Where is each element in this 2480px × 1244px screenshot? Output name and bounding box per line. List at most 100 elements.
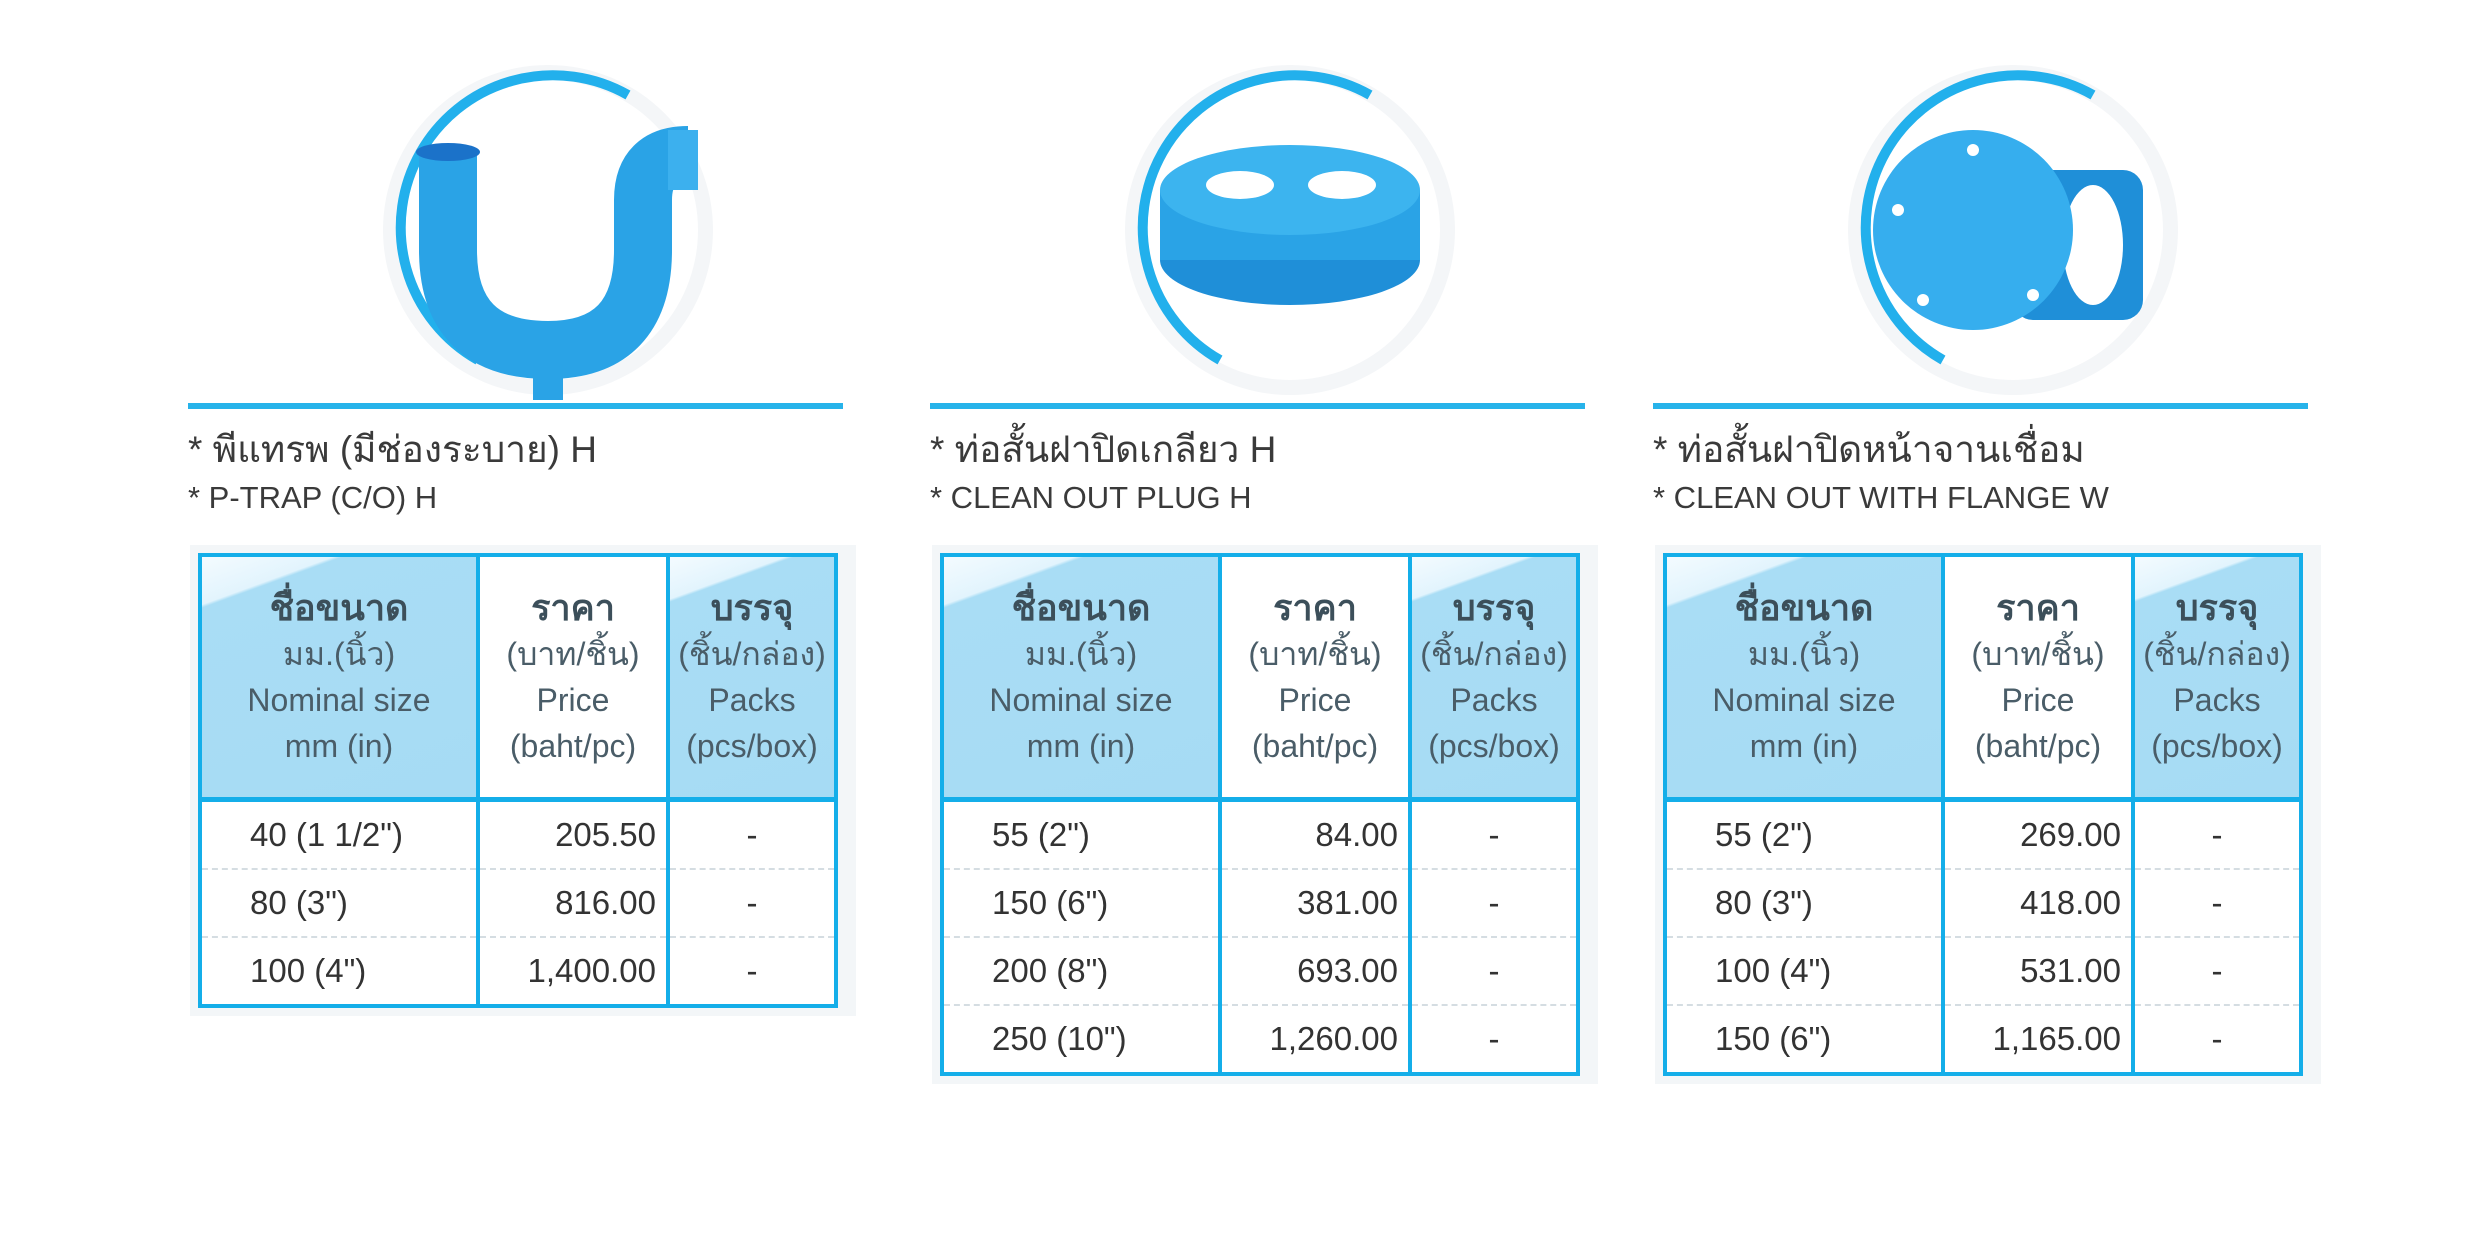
price-cell: 381.00 bbox=[1218, 869, 1412, 938]
table-row: 100 (4")1,400.00- bbox=[198, 937, 838, 1006]
header-line: ราคา bbox=[1273, 587, 1357, 628]
price-cell: 1,165.00 bbox=[1941, 1005, 2135, 1074]
header-line: Price bbox=[2001, 682, 2075, 718]
header-line: mm (in) bbox=[1026, 728, 1136, 764]
packs-cell: - bbox=[1408, 869, 1580, 938]
product-title-thai: * ท่อสั้นฝาปิดเกลียว H bbox=[930, 429, 1277, 470]
header-line: (pcs/box) bbox=[2151, 728, 2283, 764]
table-row: 150 (6")381.00- bbox=[940, 869, 1580, 938]
column-header: บรรจุ (ชิ้น/กล่อง) Packs (pcs/box) bbox=[1408, 555, 1580, 802]
price-cell: 205.50 bbox=[476, 799, 670, 870]
size-cell: 200 (8") bbox=[940, 937, 1222, 1006]
header-line: ชื่อขนาด bbox=[269, 587, 409, 628]
table-row: 55 (2")269.00- bbox=[1663, 799, 2303, 870]
price-cell: 816.00 bbox=[476, 869, 670, 938]
price-cell: 1,400.00 bbox=[476, 937, 670, 1006]
header-line: Packs bbox=[2173, 682, 2261, 718]
column-header: บรรจุ (ชิ้น/กล่อง) Packs (pcs/box) bbox=[2131, 555, 2303, 802]
header-line: (baht/pc) bbox=[1251, 728, 1379, 764]
header-line: บรรจุ bbox=[1452, 587, 1536, 628]
column-header: บรรจุ(ชิ้น/กล่อง)Packs(pcs/box) bbox=[666, 555, 838, 802]
price-cell: 418.00 bbox=[1941, 869, 2135, 938]
packs-cell: - bbox=[1408, 799, 1580, 870]
table-row: 55 (2")84.00- bbox=[940, 799, 1580, 870]
packs-cell: - bbox=[1408, 937, 1580, 1006]
price-cell: 269.00 bbox=[1941, 799, 2135, 870]
header-line: (pcs/box) bbox=[686, 728, 818, 764]
packs-cell: - bbox=[2131, 1005, 2303, 1074]
price-cell: 1,260.00 bbox=[1218, 1005, 1412, 1074]
column-header: ชื่อขนาดมม.(นิ้ว) Nominal size mm (in) bbox=[940, 555, 1222, 802]
header-line: Packs bbox=[1450, 682, 1538, 718]
header-line: ชื่อขนาด bbox=[1011, 587, 1151, 628]
packs-cell: - bbox=[2131, 937, 2303, 1006]
divider-line bbox=[1653, 403, 2308, 409]
header-line: มม.(นิ้ว) bbox=[282, 636, 396, 672]
packs-cell: - bbox=[2131, 869, 2303, 938]
product-title-thai: * พีแทรพ (มีช่องระบาย) H bbox=[188, 429, 597, 470]
header-line: Price bbox=[1278, 682, 1352, 718]
column-header: ราคา(บาท/ชิ้น)Price(baht/pc) bbox=[1941, 555, 2135, 802]
column-header: ราคา(บาท/ชิ้น)Price(baht/pc) bbox=[1218, 555, 1412, 802]
size-cell: 80 (3") bbox=[198, 869, 480, 938]
table-row: 200 (8")693.00- bbox=[940, 937, 1580, 1006]
header-line: Nominal size bbox=[989, 682, 1173, 718]
size-cell: 100 (4") bbox=[198, 937, 480, 1006]
packs-cell: - bbox=[666, 869, 838, 938]
clean-out-flange-product-image bbox=[1848, 65, 2178, 395]
size-cell: 150 (6") bbox=[1663, 1005, 1945, 1074]
product-title-english: * CLEAN OUT PLUG H bbox=[930, 480, 1252, 515]
header-line: (บาท/ชิ้น) bbox=[1971, 636, 2105, 672]
header-line: (ชิ้น/กล่อง) bbox=[678, 636, 826, 672]
table-row: 150 (6")1,165.00- bbox=[1663, 1005, 2303, 1074]
size-cell: 80 (3") bbox=[1663, 869, 1945, 938]
size-cell: 150 (6") bbox=[940, 869, 1222, 938]
size-cell: 55 (2") bbox=[1663, 799, 1945, 870]
table-row: 250 (10")1,260.00- bbox=[940, 1005, 1580, 1074]
header-line: ชื่อขนาด bbox=[1734, 587, 1874, 628]
header-line: mm (in) bbox=[1749, 728, 1859, 764]
price-cell: 531.00 bbox=[1941, 937, 2135, 1006]
header-line: (ชิ้น/กล่อง) bbox=[2143, 636, 2291, 672]
size-cell: 250 (10") bbox=[940, 1005, 1222, 1074]
clean-out-plug-product-image bbox=[1125, 65, 1455, 395]
product-title-english: * CLEAN OUT WITH FLANGE W bbox=[1653, 480, 2109, 515]
packs-cell: - bbox=[2131, 799, 2303, 870]
header-line: ราคา bbox=[531, 587, 615, 628]
packs-cell: - bbox=[666, 937, 838, 1006]
packs-cell: - bbox=[1408, 1005, 1580, 1074]
product-panel: * พีแทรพ (มีช่องระบาย) H * P-TRAP (C/O) … bbox=[188, 0, 856, 1100]
column-header: ราคา (บาท/ชิ้น) Price (baht/pc) bbox=[476, 555, 670, 802]
divider-line bbox=[188, 403, 843, 409]
product-panel: * ท่อสั้นฝาปิดเกลียว H * CLEAN OUT PLUG … bbox=[930, 0, 1598, 1100]
header-line: (baht/pc) bbox=[1974, 728, 2102, 764]
header-line: บรรจุ bbox=[2175, 587, 2259, 628]
header-line: Nominal size bbox=[1712, 682, 1896, 718]
header-line: (บาท/ชิ้น) bbox=[506, 636, 640, 672]
table-row: 100 (4")531.00- bbox=[1663, 937, 2303, 1006]
product-title-english: * P-TRAP (C/O) H bbox=[188, 480, 438, 515]
size-cell: 40 (1 1/2") bbox=[198, 799, 480, 870]
header-line: (pcs/box) bbox=[1428, 728, 1560, 764]
product-panel: * ท่อสั้นฝาปิดหน้าจานเชื่อม * CLEAN OUT … bbox=[1653, 0, 2321, 1100]
header-line: มม.(นิ้ว) bbox=[1024, 636, 1138, 672]
packs-cell: - bbox=[666, 799, 838, 870]
table-row: 80 (3")816.00- bbox=[198, 869, 838, 938]
price-cell: 84.00 bbox=[1218, 799, 1412, 870]
header-line: Packs bbox=[708, 682, 796, 718]
price-cell: 693.00 bbox=[1218, 937, 1412, 1006]
size-cell: 100 (4") bbox=[1663, 937, 1945, 1006]
header-line: mm (in) bbox=[284, 728, 394, 764]
table-row: 40 (1 1/2")205.50- bbox=[198, 799, 838, 870]
table-row: 80 (3")418.00- bbox=[1663, 869, 2303, 938]
header-line: Price bbox=[536, 682, 610, 718]
header-line: (ชิ้น/กล่อง) bbox=[1420, 636, 1568, 672]
header-line: (baht/pc) bbox=[509, 728, 637, 764]
price-table: ชื่อขนาดมม.(นิ้ว) Nominal size mm (in) ราคา… bbox=[940, 553, 1580, 1076]
